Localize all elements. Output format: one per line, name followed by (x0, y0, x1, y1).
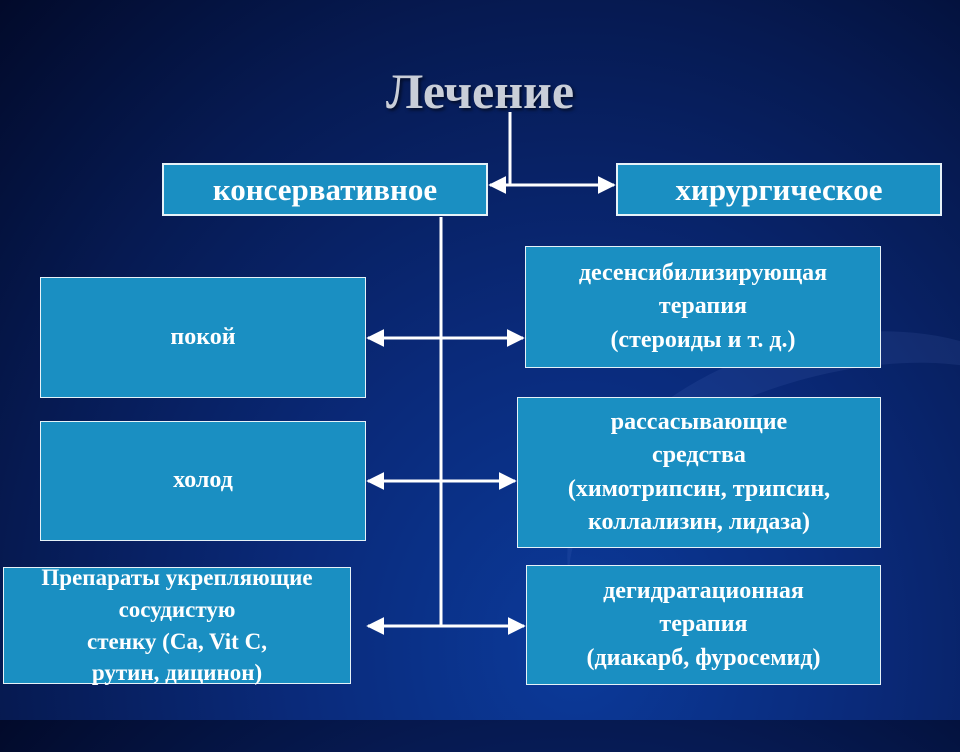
surgical-label: хирургическое (675, 172, 883, 207)
resorbing-box: рассасывающие средства (химотрипсин, три… (517, 397, 881, 548)
dehydration-label: дегидратационная терапия (диакарб, фурос… (586, 578, 821, 671)
conservative-label: консервативное (212, 172, 438, 207)
page-title: Лечение (385, 63, 575, 119)
cold-label: холод (173, 467, 233, 494)
rest-box: покой (40, 277, 366, 398)
surgical-box: хирургическое (616, 163, 942, 216)
cold-box: холод (40, 421, 366, 541)
desensitizing-label: десенсибилизирующая терапия (стероиды и … (578, 260, 828, 353)
vessel-drugs-label: Препараты укрепляющие сосудистую стенку … (41, 565, 313, 686)
desensitizing-box: десенсибилизирующая терапия (стероиды и … (525, 246, 881, 368)
dehydration-box: дегидратационная терапия (диакарб, фурос… (526, 565, 881, 685)
connector-lines (366, 176, 616, 635)
resorbing-label: рассасывающие средства (химотрипсин, три… (567, 409, 831, 535)
conservative-box: консервативное (162, 163, 488, 216)
vessel-drugs-box: Препараты укрепляющие сосудистую стенку … (3, 565, 351, 685)
rest-label: покой (170, 323, 236, 350)
